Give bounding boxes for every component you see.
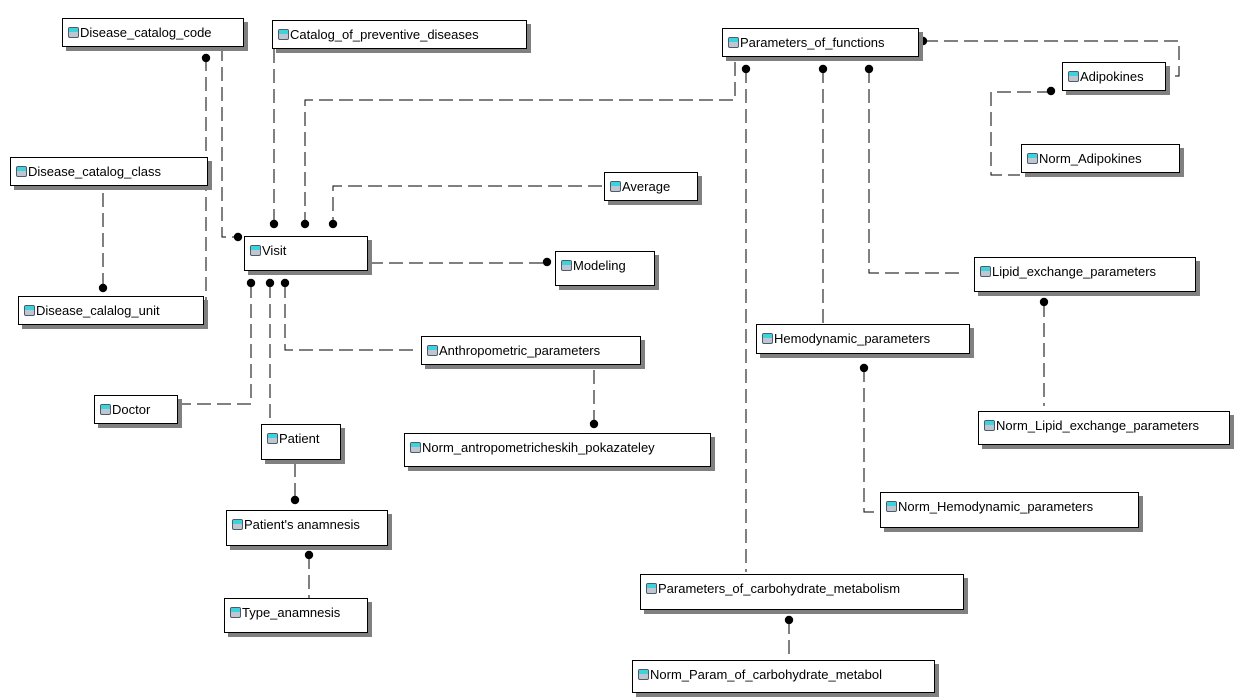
entity-norm-hemodynamic-parameters[interactable]: Norm_Hemodynamic_parameters (880, 492, 1139, 528)
table-icon (984, 420, 995, 431)
entity-label: Norm_Param_of_carbohydrate_metabol (650, 667, 882, 682)
rel-dot (784, 615, 794, 625)
table-icon (427, 345, 438, 356)
entity-anthropometric-parameters[interactable]: Anthropometric_parameters (421, 336, 641, 365)
entity-disease-catalog-class[interactable]: Disease_catalog_class (10, 157, 208, 186)
entity-label: Type_anamnesis (242, 605, 341, 620)
table-icon (410, 442, 421, 453)
rel-visit-doctor (180, 284, 252, 405)
entity-patients-anamnesis[interactable]: Patient's anamnesis (226, 510, 388, 546)
rel-dot (280, 278, 290, 288)
rel-dot (269, 219, 279, 229)
rel-dot (1039, 297, 1049, 307)
rel-dot (859, 363, 869, 373)
entity-label: Doctor (112, 402, 151, 417)
rel-hemo-norm (863, 368, 878, 513)
table-icon (728, 37, 739, 48)
entity-label: Norm_Adipokines (1039, 151, 1142, 166)
entity-label: Disease_catalog_class (28, 164, 161, 179)
rel-dot (328, 219, 338, 229)
entity-lipid-exchange-parameters[interactable]: Lipid_exchange_parameters (974, 257, 1196, 292)
rel-dot (918, 36, 928, 46)
table-icon (267, 433, 278, 444)
rel-average-visit (332, 185, 602, 224)
rel-dot (265, 278, 275, 288)
entity-adipokines[interactable]: Adipokines (1062, 62, 1166, 91)
entity-label: Patient's anamnesis (244, 517, 360, 532)
rel-dot (741, 64, 751, 74)
table-icon (646, 583, 657, 594)
entity-average[interactable]: Average (604, 172, 698, 201)
entity-doctor[interactable]: Doctor (94, 395, 178, 424)
entity-label: Norm_antropometricheskih_pokazateley (422, 440, 655, 455)
entity-label: Visit (262, 243, 287, 258)
rel-dot (864, 64, 874, 74)
entity-catalog-of-preventive-diseases[interactable]: Catalog_of_preventive_diseases (272, 20, 527, 49)
table-icon (232, 519, 243, 530)
entity-type-anamnesis[interactable]: Type_anamnesis (224, 598, 368, 633)
entity-norm-param-of-carbohydrate-metabol[interactable]: Norm_Param_of_carbohydrate_metabol (632, 660, 935, 693)
entity-label: Adipokines (1080, 69, 1144, 84)
table-icon (68, 27, 79, 38)
entity-label: Lipid_exchange_parameters (992, 264, 1157, 279)
rel-params-adipo (924, 40, 1180, 77)
entity-label: Norm_Lipid_exchange_parameters (996, 418, 1200, 433)
rel-dot (304, 550, 314, 560)
rel-params-visit (304, 62, 736, 224)
entity-label: Norm_Hemodynamic_parameters (898, 499, 1094, 514)
table-icon (886, 501, 897, 512)
table-icon (1027, 153, 1038, 164)
rel-dot (98, 283, 108, 293)
entity-label: Parameters_of_carbohydrate_metabolism (658, 581, 901, 596)
entity-disease-calalog-unit[interactable]: Disease_calalog_unit (18, 296, 204, 325)
rel-dot (542, 257, 552, 267)
table-icon (561, 260, 572, 271)
rel-params-lipid (868, 69, 965, 274)
entity-norm-lipid-exchange-parameters[interactable]: Norm_Lipid_exchange_parameters (978, 411, 1230, 445)
rel-visit-anthro (284, 284, 418, 351)
entity-hemodynamic-parameters[interactable]: Hemodynamic_parameters (756, 324, 970, 354)
table-icon (980, 266, 991, 277)
entity-label: Patient (279, 431, 320, 446)
table-icon (24, 305, 35, 316)
table-icon (230, 607, 241, 618)
entity-label: Anthropometric_parameters (439, 343, 601, 358)
rel-dot (818, 64, 828, 74)
entity-modeling[interactable]: Modeling (555, 251, 655, 286)
table-icon (100, 404, 111, 415)
entity-label: Parameters_of_functions (740, 35, 885, 50)
rel-dot (290, 495, 300, 505)
table-icon (16, 166, 27, 177)
rel-dot (589, 419, 599, 429)
table-icon (610, 181, 621, 192)
entity-parameters-of-carbohydrate-metabolism[interactable]: Parameters_of_carbohydrate_metabolism (640, 574, 964, 610)
rel-dot (300, 219, 310, 229)
table-icon (278, 29, 289, 40)
entity-disease-catalog-code[interactable]: Disease_catalog_code (62, 18, 244, 47)
rel-dot (246, 278, 256, 288)
rel-code-visit (221, 47, 238, 238)
table-icon (762, 333, 773, 344)
table-icon (250, 245, 261, 256)
entity-norm-adipokines[interactable]: Norm_Adipokines (1021, 144, 1180, 173)
table-icon (1068, 71, 1079, 82)
table-icon (638, 669, 649, 680)
entity-label: Average (622, 179, 671, 194)
entity-visit[interactable]: Visit (244, 236, 368, 271)
rel-dot (201, 53, 211, 63)
entity-label: Disease_calalog_unit (36, 303, 160, 318)
entity-label: Disease_catalog_code (80, 25, 212, 40)
rel-dot (1046, 86, 1056, 96)
rel-adipo-norm (990, 91, 1051, 176)
entity-label: Modeling (573, 258, 626, 273)
entity-patient[interactable]: Patient (261, 424, 341, 460)
entity-label: Catalog_of_preventive_diseases (290, 27, 479, 42)
rel-dot (233, 232, 243, 242)
entity-parameters-of-functions[interactable]: Parameters_of_functions (722, 28, 919, 57)
entity-label: Hemodynamic_parameters (774, 331, 931, 346)
entity-norm-antropometricheskih-pokazateley[interactable]: Norm_antropometricheskih_pokazateley (404, 433, 711, 467)
